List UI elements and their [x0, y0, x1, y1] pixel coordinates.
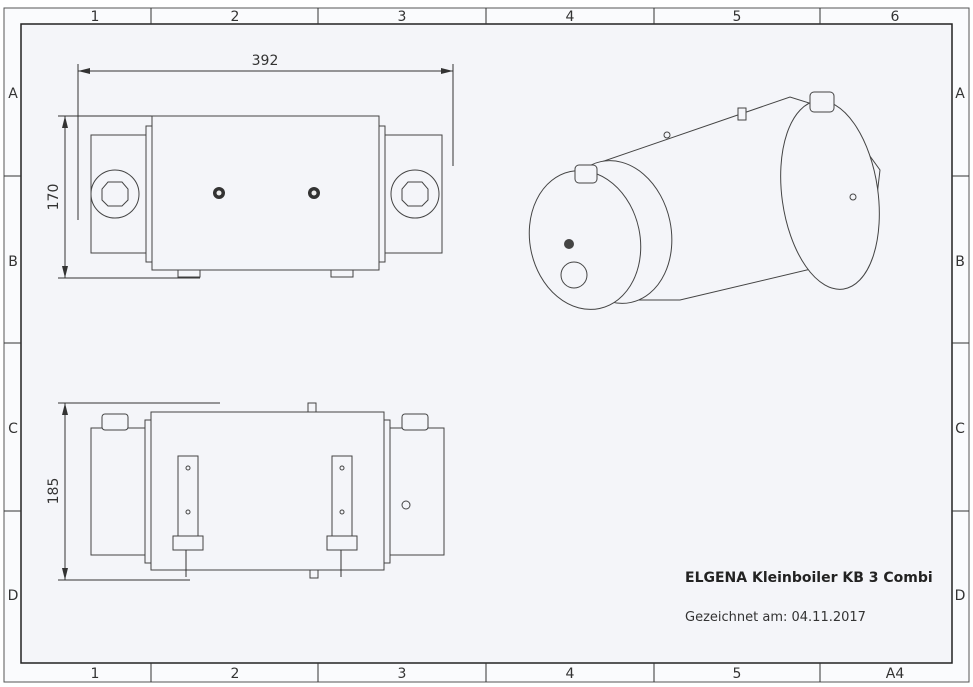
front-view: 392 170: [46, 53, 454, 279]
col-label-top: 2: [231, 9, 240, 25]
row-label-right: B: [955, 254, 965, 270]
row-label-left: C: [8, 421, 18, 437]
col-label-bottom: 5: [733, 666, 742, 682]
col-label-top: 6: [891, 9, 900, 25]
row-label-right: D: [955, 588, 966, 604]
dimension-length: 392: [252, 53, 279, 69]
col-label-bottom: 2: [231, 666, 240, 682]
col-label-top: 1: [91, 9, 100, 25]
row-label-left: A: [8, 86, 18, 102]
isometric-view: [528, 91, 881, 310]
dimension-height-side: 185: [46, 478, 62, 505]
col-label-bottom: 1: [91, 666, 100, 682]
drawn-date: Gezeichnet am: 04.11.2017: [685, 610, 866, 625]
col-label-bottom: A4: [886, 666, 905, 682]
row-label-left: D: [8, 588, 19, 604]
grid-dividers: [4, 8, 969, 682]
row-label-left: B: [8, 254, 18, 270]
col-label-top: 3: [398, 9, 407, 25]
side-view: 185: [46, 402, 445, 581]
row-label-right: C: [955, 421, 965, 437]
col-label-bottom: 4: [566, 666, 575, 682]
col-label-top: 4: [566, 9, 575, 25]
col-label-bottom: 3: [398, 666, 407, 682]
col-label-top: 5: [733, 9, 742, 25]
row-label-right: A: [955, 86, 965, 102]
dimension-height-front: 170: [46, 184, 62, 211]
drawing-title: ELGENA Kleinboiler KB 3 Combi: [685, 570, 933, 586]
